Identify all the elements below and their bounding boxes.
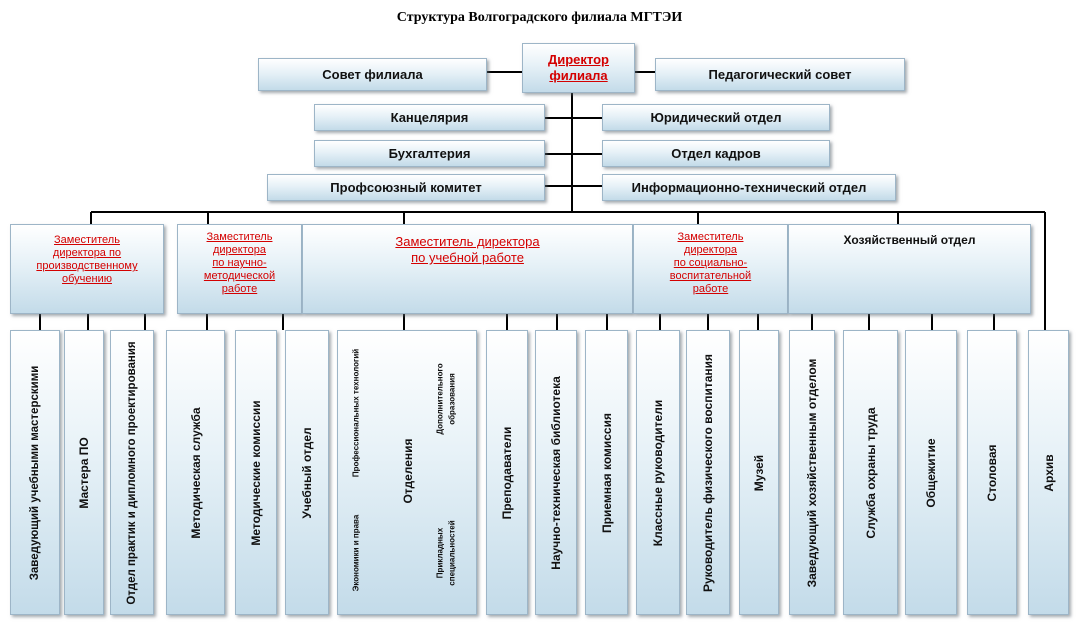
methodical-service-label: Методическая служба: [188, 406, 203, 539]
dep1-line3: производственному: [36, 260, 138, 272]
museum-label: Музей: [752, 454, 766, 491]
masters-box: Мастера ПО: [64, 330, 104, 615]
museum-box: Музей: [739, 330, 779, 615]
dep2-line5: работе: [221, 283, 258, 295]
deputy-educational-box: Заместитель директора по учебной работе: [302, 224, 633, 314]
deputy-social-educational-box: Заместитель директора по социально- восп…: [633, 224, 788, 314]
departments-main-label: Отделения: [401, 438, 415, 504]
dep3-line2: по учебной работе: [411, 250, 524, 265]
class-teachers-label: Классные руководители: [651, 399, 665, 546]
dep4-line4: воспитательной: [669, 270, 752, 282]
dep4-line3: по социально-: [673, 257, 748, 269]
sub-applied-specialties-b: специальностей: [447, 520, 457, 586]
archive-box: Архив: [1028, 330, 1069, 615]
teachers-box: Преподаватели: [486, 330, 528, 615]
labor-safety-label: Служба охраны труда: [863, 406, 878, 539]
admission-commission-label: Приемная комиссия: [599, 412, 614, 533]
class-teachers-box: Классные руководители: [636, 330, 680, 615]
methodical-service-box: Методическая служба: [166, 330, 225, 615]
labor-safety-box: Служба охраны труда: [843, 330, 898, 615]
kancelyariya-box: Канцелярия: [314, 104, 545, 131]
dep1-line4: обучению: [61, 273, 112, 285]
household-head-box: Заведующий хозяйственным отделом: [789, 330, 835, 615]
chart-title: Структура Волгоградского филиала МГТЭИ: [396, 10, 683, 25]
trade-union-box: Профсоюзный комитет: [267, 174, 545, 201]
admission-commission-box: Приемная комиссия: [585, 330, 628, 615]
library-label: Научно-техническая библиотека: [549, 375, 563, 570]
council-box: Совет филиала: [258, 58, 487, 91]
archive-label: Архив: [1041, 453, 1056, 492]
director-line1: Директор: [547, 52, 609, 67]
dep5-line1: Хозяйственный отдел: [843, 233, 976, 247]
dep1-line1: Заместитель: [54, 234, 120, 246]
sub-professional-technologies: Профессиональных технологий: [351, 348, 361, 478]
dep4-line2: директора: [683, 244, 737, 256]
dep4-line1: Заместитель: [677, 231, 744, 243]
dep2-line4: методической: [203, 270, 276, 282]
sub-additional-education-b: образования: [447, 373, 457, 425]
methodical-commissions-box: Методические комиссии: [235, 330, 277, 615]
deputy-scientific-methodical-box: Заместитель директора по научно- методич…: [177, 224, 302, 314]
dormitory-box: Общежитие: [905, 330, 957, 615]
legal-department-box: Юридический отдел: [602, 104, 830, 131]
dep1-line2: директора по: [52, 247, 122, 259]
it-department-box: Информационно-технический отдел: [602, 174, 896, 201]
dep2-line3: по научно-: [212, 257, 267, 269]
dep3-line1: Заместитель директора: [395, 234, 540, 249]
dormitory-label: Общежитие: [924, 437, 938, 508]
teachers-label: Преподаватели: [500, 426, 514, 519]
sub-additional-education-a: Дополнительного: [435, 363, 445, 435]
household-department-box: Хозяйственный отдел: [788, 224, 1031, 314]
workshop-head-label: Заведующий учебными мастерскими: [29, 365, 41, 580]
pedagogical-council-box: Педагогический совет: [655, 58, 905, 91]
accounting-box: Бухгалтерия: [314, 140, 545, 167]
sub-applied-specialties-a: Прикладных: [435, 527, 445, 579]
physical-education-label: Руководитель физического воспитания: [701, 353, 715, 592]
canteen-label: Столовая: [985, 443, 999, 502]
dep2-line2: директора: [212, 244, 266, 256]
director-line2: филиала: [549, 68, 608, 83]
hr-department-box: Отдел кадров: [602, 140, 830, 167]
practice-diploma-box: Отдел практик и дипломного проектировани…: [110, 330, 154, 615]
household-head-label: Заведующий хозяйственным отделом: [805, 358, 819, 587]
workshop-head-box: Заведующий учебными мастерскими: [10, 330, 60, 615]
methodical-commissions-label: Методические комиссии: [249, 399, 263, 546]
practice-diploma-label: Отдел практик и дипломного проектировани…: [126, 340, 138, 605]
physical-education-box: Руководитель физического воспитания: [686, 330, 730, 615]
director-box: Директор филиала: [522, 43, 635, 93]
dep4-line5: работе: [692, 283, 729, 295]
educational-dept-label: Учебный отдел: [300, 426, 314, 519]
educational-dept-box: Учебный отдел: [285, 330, 329, 615]
library-box: Научно-техническая библиотека: [535, 330, 577, 615]
sub-economics-law: Экономики и права: [351, 514, 361, 592]
deputy-production-training-box: Заместитель директора по производственно…: [10, 224, 164, 314]
masters-label: Мастера ПО: [77, 436, 91, 509]
canteen-box: Столовая: [967, 330, 1017, 615]
dep2-line1: Заместитель: [206, 231, 273, 243]
departments-unit-box: Профессиональных технологий Экономики и …: [337, 330, 477, 615]
